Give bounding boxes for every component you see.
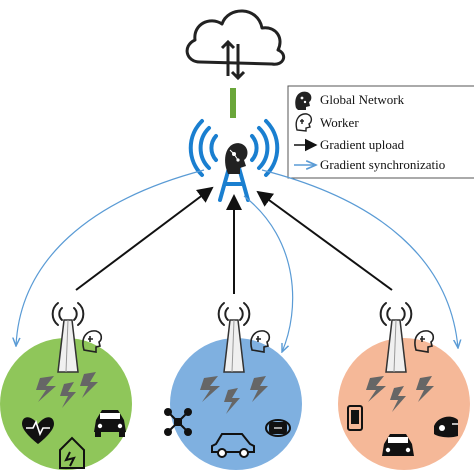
central-server-tower (188, 119, 280, 202)
worker-cluster-center (170, 338, 302, 470)
lightning-icons (36, 372, 434, 414)
head-outline-icon (82, 330, 103, 353)
sync-arrow-center (243, 195, 294, 352)
smart-home-icon (59, 436, 85, 469)
lightning-icon (200, 376, 220, 402)
cell-tower-center (217, 302, 251, 373)
legend-global-network: Global Network (320, 92, 405, 107)
brain-head-icon (295, 91, 312, 110)
brain-head-icon (225, 143, 248, 174)
legend: Global Network Worker Gradient upload Gr… (287, 85, 474, 179)
heart-monitor-icon (22, 417, 54, 444)
head-outline-icon (295, 113, 313, 132)
legend-worker: Worker (320, 115, 359, 130)
upload-arrow-left (75, 186, 214, 291)
lightning-icon (366, 376, 386, 402)
car-front-icon (382, 434, 414, 456)
car-icon (211, 433, 255, 458)
lightning-icon (36, 376, 56, 402)
smartphone-icon (347, 405, 363, 431)
signal-waves-icon (188, 119, 280, 177)
cell-tower-left (51, 302, 85, 373)
lightning-icon (416, 376, 434, 402)
lightning-icon (80, 372, 98, 398)
smartwatch-icon (265, 419, 291, 437)
sync-arrow-right (261, 169, 458, 348)
head-outline-icon (250, 330, 271, 353)
vr-headset-icon (434, 416, 458, 438)
gradient-upload-arrows (75, 186, 393, 294)
lightning-icon (250, 376, 268, 402)
cell-tower-right (379, 302, 413, 373)
lightning-icon (224, 388, 240, 414)
legend-gradient-upload: Gradient upload (320, 137, 405, 152)
up-down-arrows-icon (220, 39, 246, 81)
lightning-icon (60, 382, 76, 408)
upload-arrow-right (256, 190, 393, 291)
drone-icon (164, 408, 192, 436)
worker-cluster-right (338, 338, 470, 470)
head-outline-icon (414, 330, 435, 353)
legend-gradient-sync: Gradient synchronizatio (320, 157, 445, 172)
sync-arrow-left (16, 169, 205, 346)
cloud-icon (185, 9, 286, 66)
gradient-sync-arrows (16, 169, 458, 352)
car-front-icon (94, 410, 126, 437)
lightning-icon (390, 386, 406, 412)
